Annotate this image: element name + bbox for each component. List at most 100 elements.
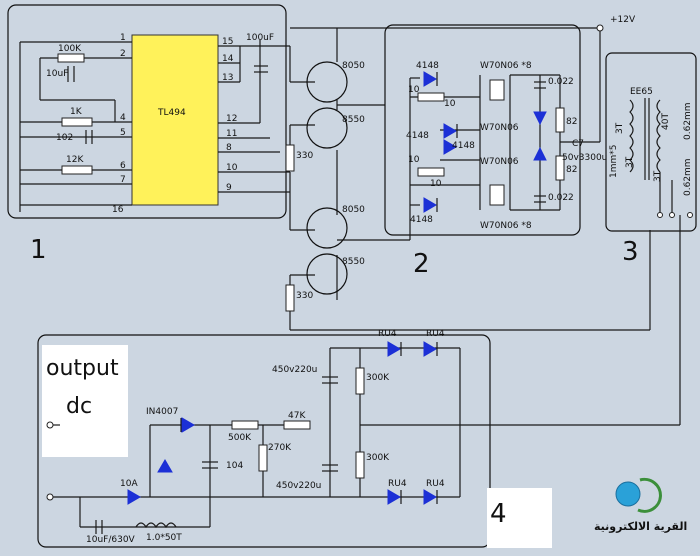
cap-input-label: 10uF/630V <box>86 535 136 545</box>
cap-50v3300u-label: 50v3300u <box>562 153 607 163</box>
r10-top1-label: 10 <box>408 85 420 95</box>
r10-mid2-label: 10 <box>430 179 442 189</box>
supply-label: +12V <box>610 15 636 25</box>
diode-clamp <box>157 459 173 473</box>
resistor-1k <box>61 117 93 127</box>
r82-b-label: 82 <box>566 165 577 175</box>
r10-mid1-label: 10 <box>408 155 420 165</box>
pin-11: 11 <box>226 129 237 139</box>
inductor-label: 1.0*50T <box>146 533 182 543</box>
resistor-100k-label: 100K <box>58 44 82 54</box>
pin-6: 6 <box>120 161 126 171</box>
ru4-2-label: RU4 <box>426 329 445 339</box>
q2-label: 8550 <box>342 115 365 125</box>
diode-4148-mid2 <box>443 139 457 155</box>
watermark-text: القرية الالكترونية <box>594 520 687 533</box>
diode-4148-bottom <box>423 197 437 213</box>
aux-wire-label: 0.62mm <box>683 158 693 196</box>
diode-in4007 <box>181 417 195 433</box>
chip-name: TL494 <box>157 108 186 118</box>
output-terminal-positive <box>46 421 54 429</box>
leaf-icon <box>637 477 662 513</box>
d4148-top-label: 4148 <box>416 61 439 71</box>
mosfet-top <box>489 79 505 101</box>
output-title-pad <box>42 345 128 457</box>
ru4-4-label: RU4 <box>426 479 445 489</box>
r300k-top-label: 300K <box>366 373 390 383</box>
r330b-label: 330 <box>296 291 313 301</box>
c7-label: C7 <box>572 139 584 149</box>
aux-label: 3T <box>653 170 663 182</box>
pin-12: 12 <box>226 114 237 124</box>
cap-top-label: 450v220u <box>272 365 317 375</box>
pin-9: 9 <box>226 183 232 193</box>
section-1-border <box>7 4 287 219</box>
q1-label: 8050 <box>342 61 365 71</box>
pin-4: 4 <box>120 113 126 123</box>
diode-ru4-3 <box>387 489 401 505</box>
c-0022-bottom-label: 0.022 <box>548 193 574 203</box>
resistor-10-top <box>417 92 445 102</box>
resistor-330-b <box>285 284 295 312</box>
fuse-10a-label: 10A <box>120 479 138 489</box>
in4007-label: IN4007 <box>146 407 178 417</box>
transistor-q3 <box>306 207 348 249</box>
pri-a-label: 3T <box>615 122 625 134</box>
pin-14: 14 <box>222 54 234 64</box>
pin-7: 7 <box>120 175 126 185</box>
diode-4148-top <box>423 71 437 87</box>
output-title-line2: dc <box>66 394 92 419</box>
pin-13: 13 <box>222 73 233 83</box>
resistor-300k-top <box>355 367 365 395</box>
mosfet-bottom <box>489 184 505 206</box>
fuse-diode-10a <box>127 489 141 505</box>
diode-ru4-4 <box>423 489 437 505</box>
pin-15: 15 <box>222 37 233 47</box>
pot-500k-label: 500K <box>228 433 252 443</box>
section-3-border <box>605 52 697 232</box>
supply-terminal <box>596 24 604 32</box>
cap-10uf-label: 10uF <box>46 69 68 79</box>
potentiometer-500k <box>231 420 259 430</box>
resistor-12k <box>61 165 93 175</box>
cap-104-label: 104 <box>226 461 243 471</box>
resistor-12k-label: 12K <box>66 155 84 165</box>
sec-wire-label: 0.62mm <box>683 102 693 140</box>
r10-top2-label: 10 <box>444 99 456 109</box>
section-4-border <box>37 334 491 548</box>
mos-mid1-label: W70N06 <box>480 123 519 133</box>
mos-bottom-label: W70N06 *8 <box>480 221 532 231</box>
r330a-label: 330 <box>296 151 313 161</box>
diode-ru4-2 <box>423 341 437 357</box>
pri-wire-label: 1mm*5 <box>609 145 619 179</box>
pin-5: 5 <box>120 128 126 138</box>
ru4-1-label: RU4 <box>378 329 397 339</box>
pin-8: 8 <box>226 143 232 153</box>
resistor-330-a <box>285 144 295 172</box>
resistor-1k-label: 1K <box>70 107 83 117</box>
output-title-line1: output <box>46 356 119 381</box>
r270k-label: 270K <box>268 443 292 453</box>
mos-mid2-label: W70N06 <box>480 157 519 167</box>
pin-2: 2 <box>120 49 126 59</box>
resistor-82-a <box>555 107 565 133</box>
diode-ru4-1 <box>387 341 401 357</box>
tl494-chip <box>131 34 219 206</box>
cap-100uf-label: 100uF <box>246 33 274 43</box>
diode-bridge-1 <box>533 111 547 126</box>
c-0022-top-label: 0.022 <box>548 77 574 87</box>
r300k-bottom-label: 300K <box>366 453 390 463</box>
section-label-1: 1 <box>30 235 47 265</box>
transistor-q4 <box>306 253 348 295</box>
resistor-47k <box>283 420 311 430</box>
diode-bridge-2 <box>533 146 547 161</box>
output-terminal-negative <box>46 493 54 501</box>
section-label-4: 4 <box>490 499 507 529</box>
globe-icon <box>615 481 641 507</box>
pin-16: 16 <box>112 205 124 215</box>
q3-label: 8050 <box>342 205 365 215</box>
cap-bottom-label: 450v220u <box>276 481 321 491</box>
pri-b-label: 3T <box>625 156 635 168</box>
resistor-300k-bottom <box>355 451 365 479</box>
